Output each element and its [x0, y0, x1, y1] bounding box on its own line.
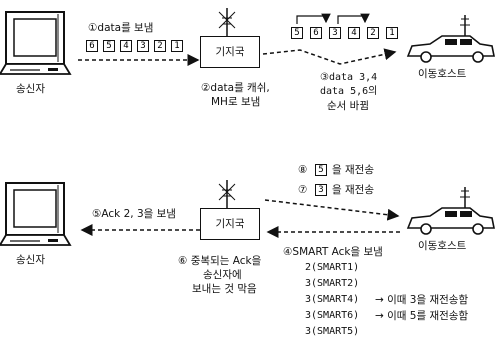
base-antenna-icon-bottom [219, 180, 235, 208]
mobile-host-label: 이동호스트 [418, 68, 466, 80]
step2-line1: ②data를 캐쉬, [201, 82, 270, 94]
reorder-bracket-5-6 [297, 16, 326, 24]
packet: 2 [367, 27, 379, 39]
ack-line: 3(SMART2) [305, 278, 359, 290]
base-station-label: 기지국 [201, 46, 259, 58]
mobile-host-label-bottom: 이동호스트 [418, 240, 466, 252]
step4-label: ④SMART Ack을 보냄 [283, 246, 383, 258]
mobile-host-car-icon-bottom [408, 187, 494, 234]
ack-line: 3(SMART5) [305, 326, 359, 338]
base-station-box-bottom: 기지국 [200, 208, 260, 240]
ack-line: 2(SMART1) [305, 262, 359, 274]
arrow-retransmit [265, 200, 398, 216]
packet: 4 [120, 40, 132, 52]
step3-line3: 순서 바뀜 [327, 100, 369, 112]
reorder-bracket-3-4 [338, 16, 365, 24]
step3-line2: data 5,6의 [320, 86, 377, 98]
retransmit-3-note: → 이때 3을 재전송함 [375, 294, 468, 306]
sender-computer-icon [0, 12, 70, 74]
step5-label: ⑤Ack 2, 3을 보냄 [92, 208, 176, 220]
ack-line: 3(SMART4) [305, 294, 359, 306]
step8-suffix: 을 재전송 [332, 164, 374, 176]
packet: 5 [103, 40, 115, 52]
packet: 6 [86, 40, 98, 52]
base-station-label-bottom: 기지국 [201, 218, 259, 230]
step6-line1: ⑥ 중복되는 Ack을 [178, 255, 261, 267]
sender-label-bottom: 송신자 [16, 254, 45, 266]
step2-line2: MH로 보냄 [211, 96, 260, 108]
step8-number: ⑧ [298, 164, 307, 176]
packet: 3 [137, 40, 149, 52]
step6-line2: 송신자에 [203, 269, 242, 281]
ack-line: 3(SMART6) [305, 310, 359, 322]
base-station-box: 기지국 [200, 36, 260, 68]
step3-line1: ③data 3,4 [320, 72, 377, 84]
packet: 4 [348, 27, 360, 39]
packet: 3 [315, 184, 327, 196]
packet: 3 [329, 27, 341, 39]
base-antenna-icon [219, 8, 235, 36]
sender-computer-icon-bottom [0, 183, 70, 245]
packet: 6 [310, 27, 322, 39]
step7-number: ⑦ [298, 184, 307, 196]
sender-label: 송신자 [16, 83, 45, 95]
mobile-host-car-icon [408, 15, 494, 62]
step1-label: ①data를 보냄 [88, 22, 153, 34]
step6-line3: 보내는 것 막음 [192, 283, 257, 295]
packet: 2 [154, 40, 166, 52]
packet: 1 [386, 27, 398, 39]
arrow-base-to-mobile [263, 50, 395, 64]
packet: 5 [291, 27, 303, 39]
retransmit-5-note: → 이때 5를 재전송함 [375, 310, 468, 322]
step7-suffix: 을 재전송 [332, 184, 374, 196]
packet: 1 [171, 40, 183, 52]
packet: 5 [315, 164, 327, 176]
